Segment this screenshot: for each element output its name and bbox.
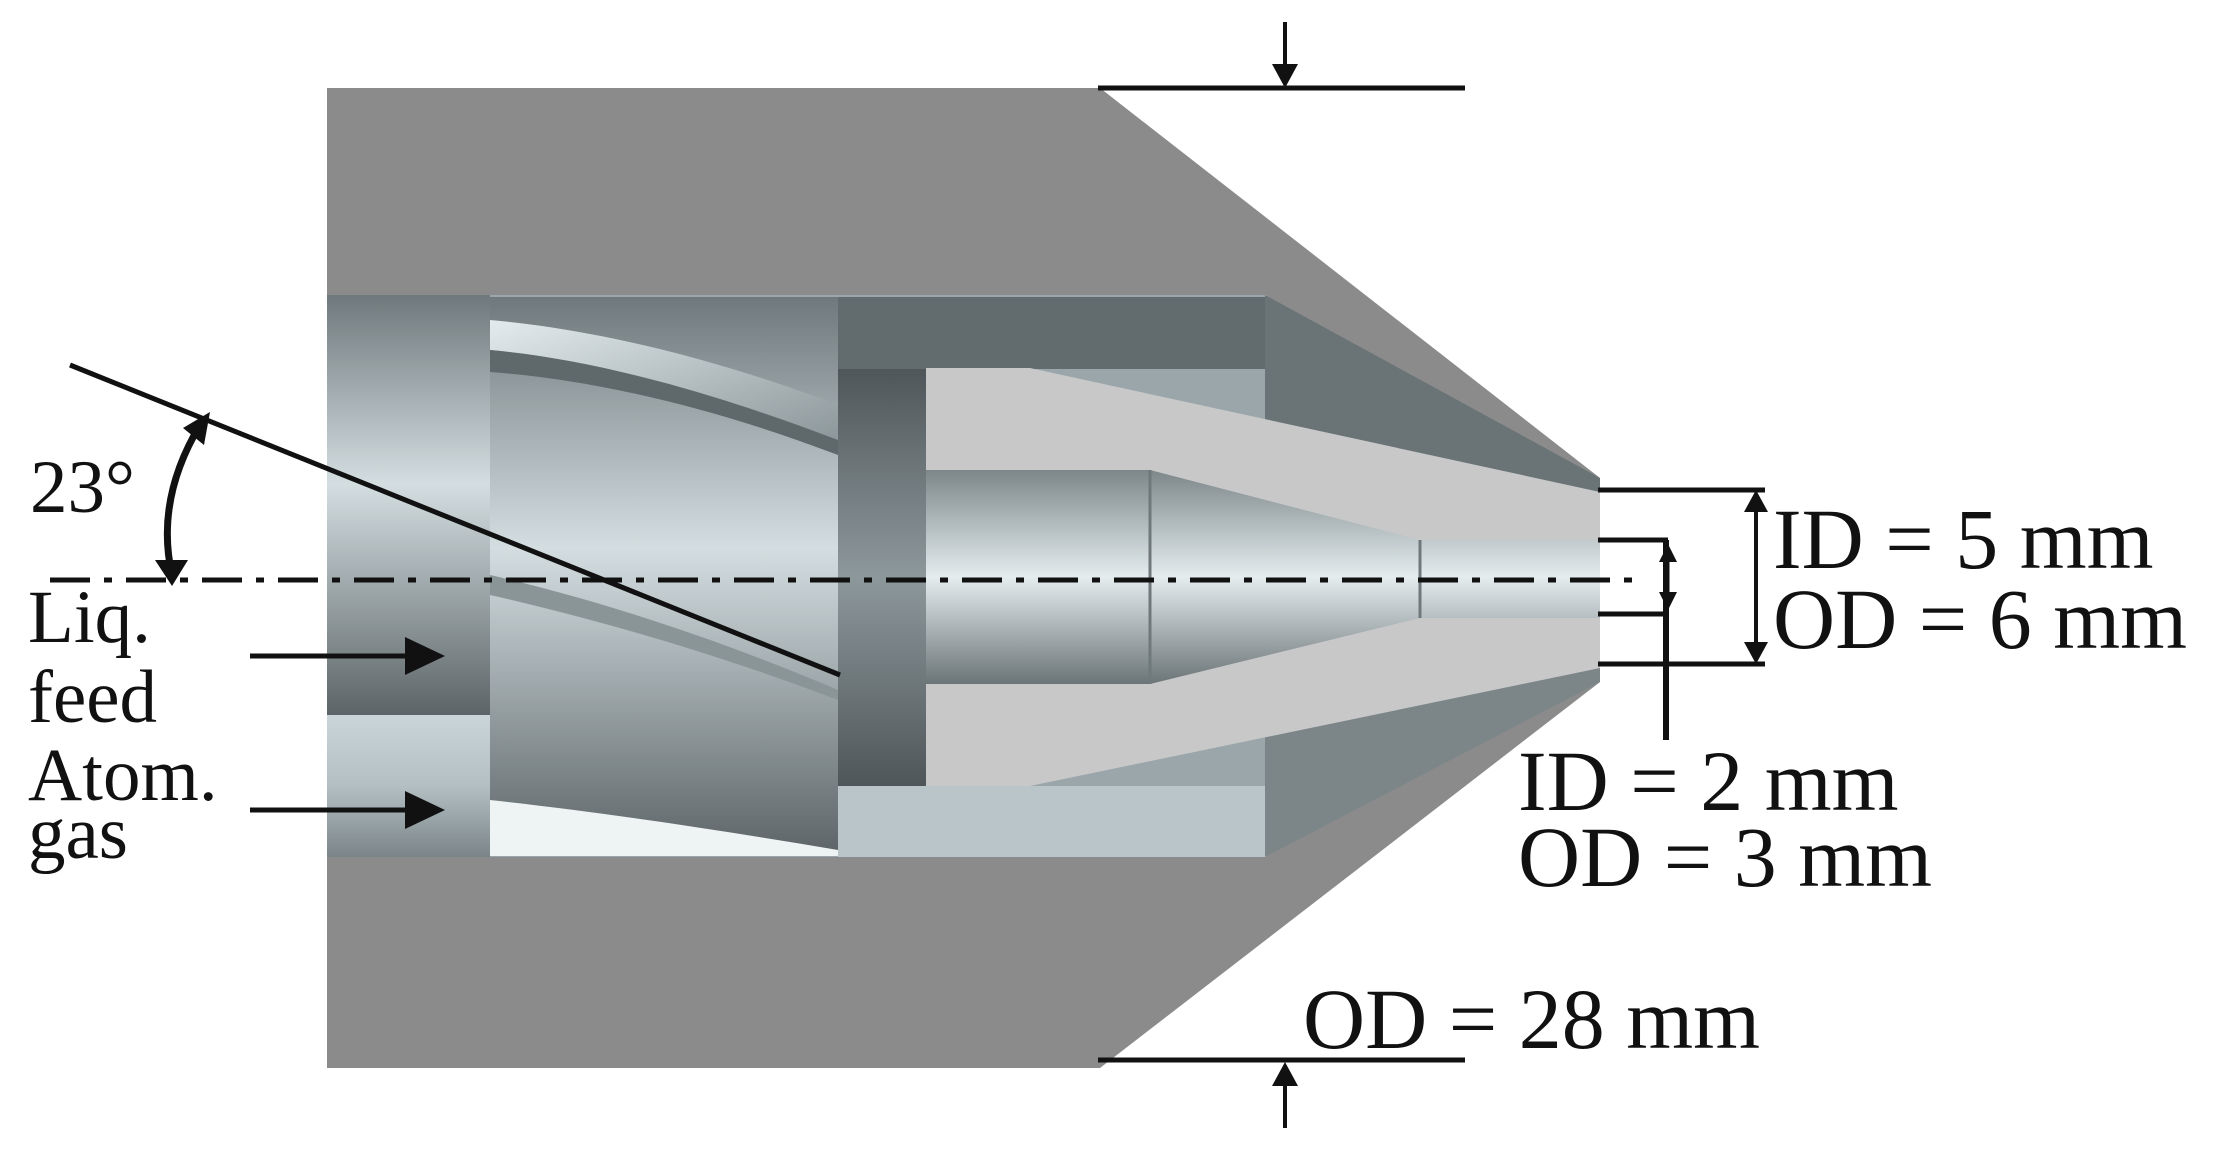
- inner-tip-arrow-top: [1659, 544, 1677, 562]
- gas-inlet-passage: [327, 715, 490, 857]
- liquid-feed-label-2: feed: [28, 656, 157, 739]
- swirl-vane-upper-shadow: [490, 350, 838, 455]
- angle-arrow-top: [183, 412, 210, 445]
- dim-top-arrow-head: [1272, 64, 1298, 88]
- inner-liquid-tube: [926, 470, 1600, 684]
- body-od-label: OD = 28 mm: [1303, 971, 1760, 1067]
- spacer-ring: [838, 368, 926, 786]
- inner-tip-id-label: ID = 2 mm: [1518, 733, 1899, 829]
- lower-block: [838, 786, 1265, 857]
- swirl-vane-upper: [490, 320, 838, 440]
- angle-arc: [163, 423, 204, 576]
- atom-gas-label-2: gas: [28, 792, 128, 875]
- liquid-feed-label-1: Liq.: [28, 576, 151, 659]
- inner-tip-od-label: OD = 3 mm: [1518, 809, 1932, 905]
- swirl-vane-mid: [490, 575, 838, 700]
- dim-bottom-arrow-head: [1272, 1062, 1298, 1086]
- angle-arrow-bottom: [155, 560, 188, 586]
- outer-tip-id-label: ID = 5 mm: [1773, 491, 2154, 587]
- outer-tip-arrow-top: [1744, 490, 1768, 512]
- swirl-vane-lower: [490, 800, 838, 856]
- outer-tip-od-label: OD = 6 mm: [1773, 571, 2187, 667]
- atom-gas-label-1: Atom.: [28, 734, 218, 817]
- inner-tip-arrow-bottom: [1659, 592, 1677, 610]
- angle-label: 23°: [30, 446, 135, 529]
- liquid-feed-arrow-head: [405, 637, 445, 675]
- upper-block: [838, 297, 1265, 369]
- gas-arrow-head: [405, 791, 445, 829]
- outer-tip-arrow-bottom: [1744, 642, 1768, 664]
- swirl-angle-line: [69, 362, 841, 678]
